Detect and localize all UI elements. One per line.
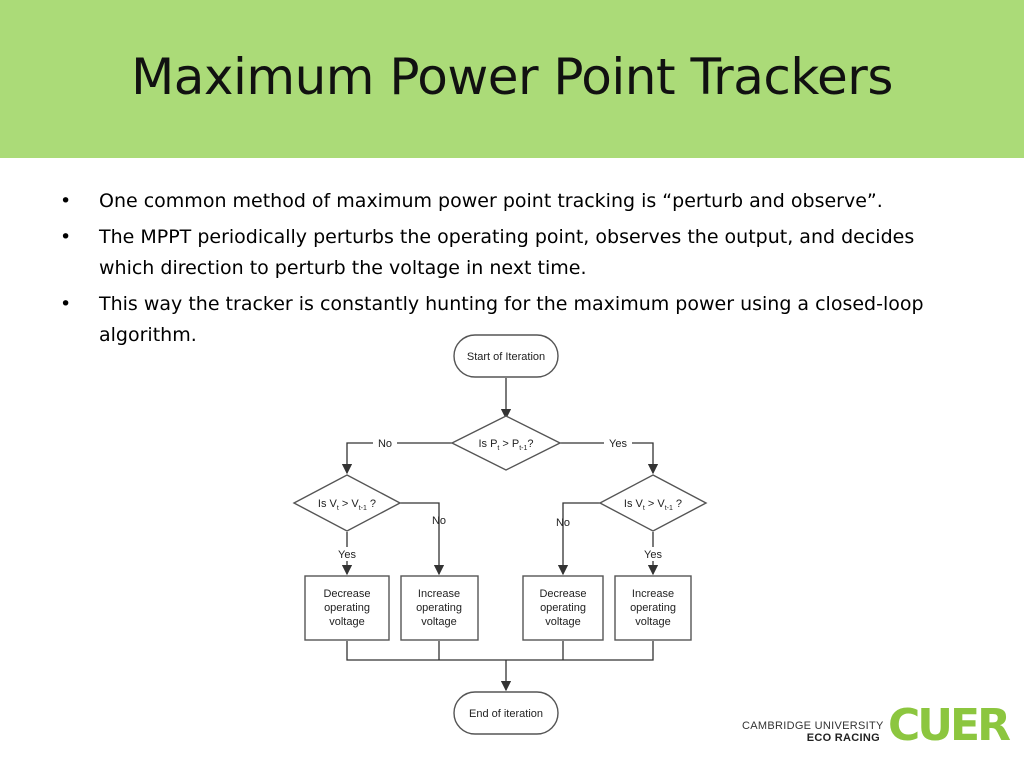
edge-label-no: No bbox=[556, 517, 570, 529]
end-node bbox=[453, 691, 559, 735]
cuer-logo: CAMBRIDGE UNIVERSITY ECO RACING CUER bbox=[742, 698, 1022, 754]
start-node bbox=[453, 334, 559, 378]
logo-text-line1: CAMBRIDGE UNIVERSITY bbox=[742, 720, 884, 732]
bullet-list: One common method of maximum power point… bbox=[60, 186, 970, 356]
title-banner bbox=[0, 0, 1024, 158]
box-line: operating bbox=[324, 602, 370, 614]
end-node-label: End of iteration bbox=[469, 708, 543, 720]
box-line: Increase bbox=[418, 588, 460, 600]
voltage-decision-node-right bbox=[598, 474, 708, 532]
edge-label-no: No bbox=[432, 515, 446, 527]
edge-labels: No Yes No Yes No Yes bbox=[331, 436, 669, 561]
box-line: Increase bbox=[632, 588, 674, 600]
box-line: voltage bbox=[421, 616, 456, 628]
box-line: operating bbox=[630, 602, 676, 614]
bullet-item: This way the tracker is constantly hunti… bbox=[60, 289, 970, 351]
power-decision-node bbox=[450, 415, 562, 471]
flow-connectors bbox=[341, 378, 659, 692]
increase-voltage-box bbox=[400, 575, 479, 641]
decrease-voltage-box bbox=[522, 575, 604, 641]
bullet-item: One common method of maximum power point… bbox=[60, 186, 970, 217]
decrease-voltage-box bbox=[304, 575, 390, 641]
box-line: operating bbox=[540, 602, 586, 614]
edge-label-yes: Yes bbox=[644, 549, 662, 561]
box-line: Decrease bbox=[323, 588, 370, 600]
logo-text-line2: ECO RACING bbox=[806, 732, 880, 744]
box-line: voltage bbox=[329, 616, 364, 628]
box-line: Decrease bbox=[539, 588, 586, 600]
slide-title: Maximum Power Point Trackers bbox=[131, 48, 893, 106]
power-decision-label: Is Pt > Pt-1? bbox=[478, 438, 533, 452]
box-line: operating bbox=[416, 602, 462, 614]
increase-voltage-box bbox=[614, 575, 692, 641]
box-line: voltage bbox=[635, 616, 670, 628]
edge-label-no: No bbox=[378, 438, 392, 450]
voltage-decision-label: Is Vt > Vt-1 ? bbox=[318, 498, 376, 512]
box-line: voltage bbox=[545, 616, 580, 628]
edge-label-yes: Yes bbox=[338, 549, 356, 561]
bullet-item: The MPPT periodically perturbs the opera… bbox=[60, 222, 970, 284]
edge-label-yes: Yes bbox=[609, 438, 627, 450]
logo-mark: CUER bbox=[888, 700, 1011, 751]
start-node-label: Start of Iteration bbox=[467, 351, 545, 363]
voltage-decision-node-left bbox=[292, 474, 402, 532]
voltage-decision-label: Is Vt > Vt-1 ? bbox=[624, 498, 682, 512]
